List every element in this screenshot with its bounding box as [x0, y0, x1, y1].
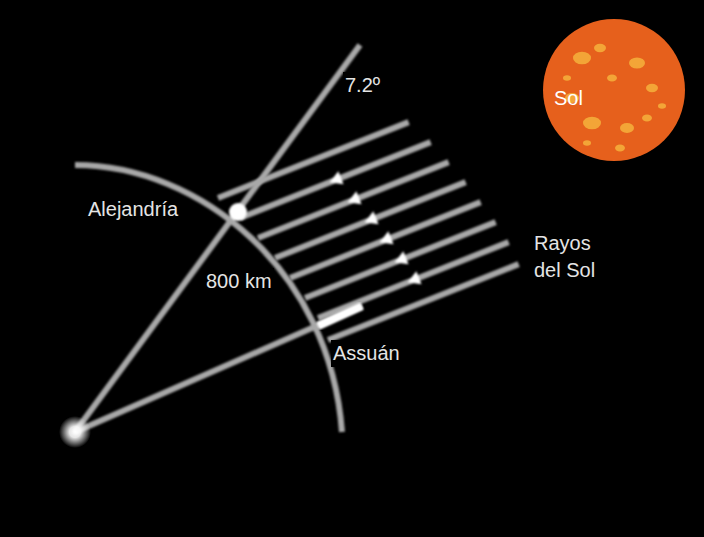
rays-label: Rayos del Sol — [532, 230, 622, 284]
alexandria-radius — [75, 45, 360, 432]
ray-arrowhead — [365, 211, 379, 224]
sun-disc: Sol — [542, 18, 686, 162]
ray-arrowhead — [348, 191, 362, 204]
sun-label: Sol — [554, 87, 583, 110]
syene-radius — [75, 306, 362, 432]
ray-arrowhead — [408, 271, 422, 284]
sun-rays — [218, 122, 519, 340]
angle-label: 7.2º — [343, 72, 382, 99]
distance-label: 800 km — [204, 268, 274, 295]
syene-highlight — [318, 306, 362, 326]
ray-arrowhead — [330, 171, 344, 184]
earth-center — [59, 416, 91, 448]
alexandria-point — [229, 203, 247, 221]
city-label: Alejandría — [86, 196, 180, 223]
earth-surface-arc — [75, 165, 342, 432]
ray-arrowhead — [380, 231, 394, 244]
ray-arrowhead — [395, 251, 409, 264]
city-label: Assuán — [331, 340, 402, 367]
sun-ray — [328, 264, 519, 340]
